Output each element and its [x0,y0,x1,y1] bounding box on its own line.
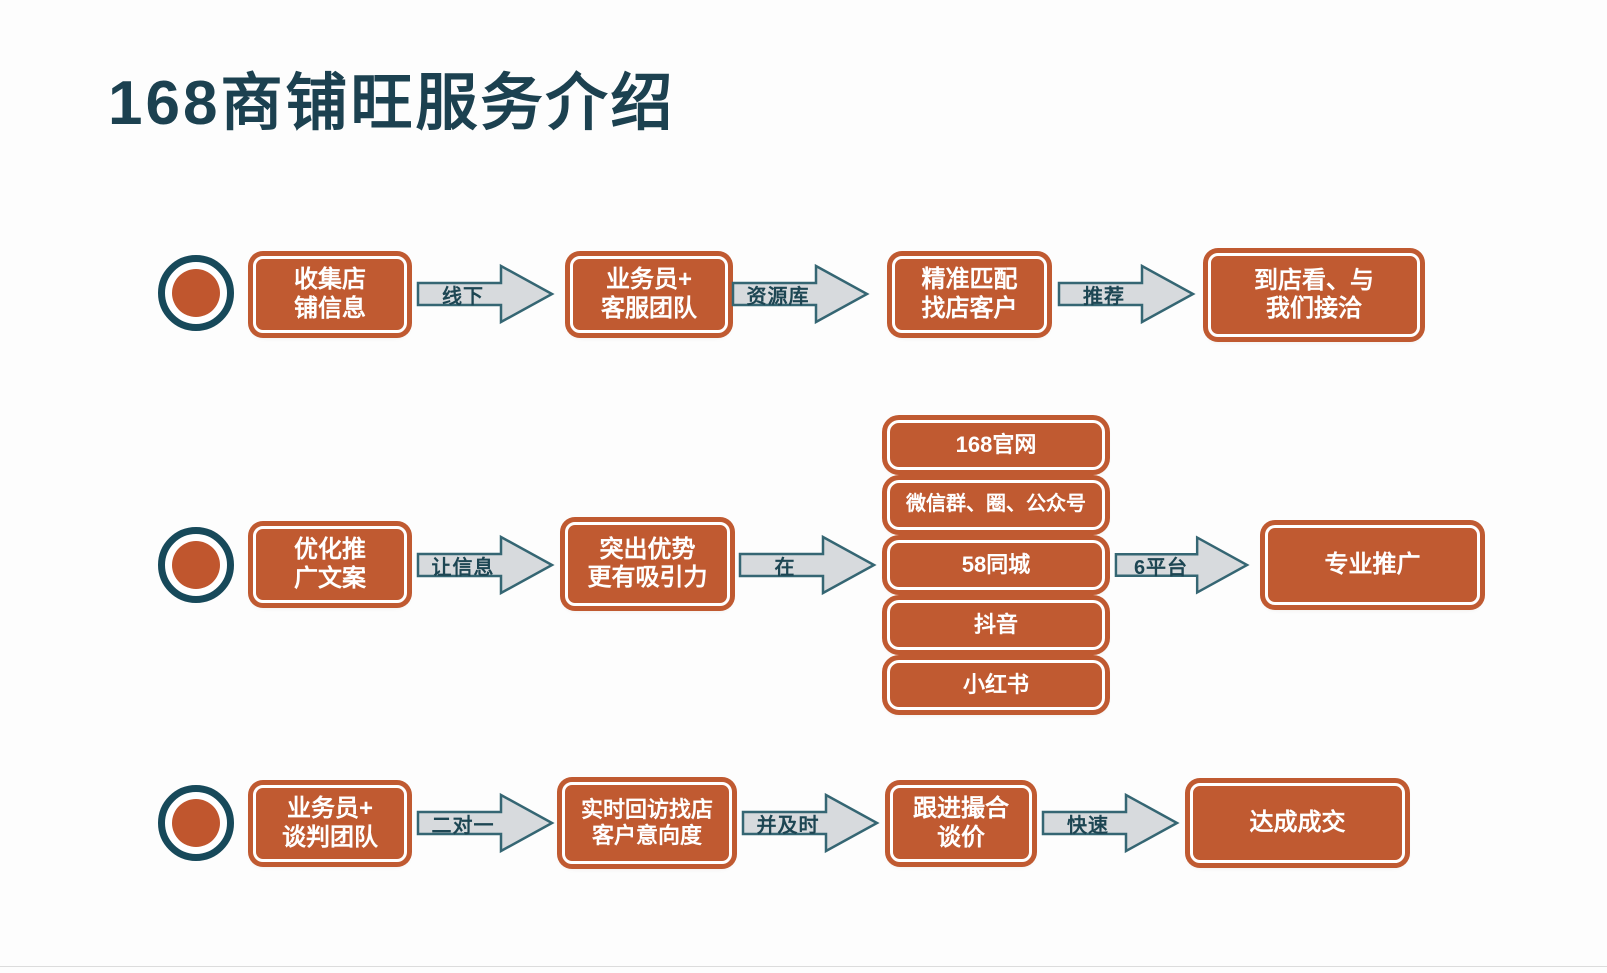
platform-168-website: 168官网 [887,420,1105,470]
row3-bullet-icon [158,785,234,861]
row3-step-deal-closed: 达成成交 [1190,783,1405,863]
arrow-label: 让信息 [431,556,495,579]
arrow-label: 线下 [442,285,484,308]
arrow-label: 在 [774,556,796,579]
row3-step-follow-match-bargain: 跟进撮合 谈价 [890,785,1032,862]
row1-arrow-recommend: 推荐 [1056,262,1196,326]
row1-bullet-icon [158,255,234,331]
row3-arrow-fast: 快速 [1040,791,1180,855]
platform-xiaohongshu: 小红书 [887,660,1105,710]
row2-arrow-make-info: 让信息 [415,533,555,597]
platform-douyin: 抖音 [887,600,1105,650]
row3-step-negotiation-team: 业务员+ 谈判团队 [253,785,407,862]
row2-arrow-6-platforms: 6平台 [1113,533,1250,597]
arrow-label: 6平台 [1133,556,1189,579]
arrow-label: 二对一 [431,814,495,837]
row3-arrow-and-timely: 并及时 [740,791,880,855]
arrow-label: 资源库 [746,285,810,308]
bullet-dot-icon [172,799,220,847]
row1-step-sales-service-team: 业务员+ 客服团队 [570,256,728,333]
row2-step-professional-promotion: 专业推广 [1265,525,1480,605]
row1-step-visit-store: 到店看、与 我们接洽 [1208,253,1420,337]
arrow-label: 快速 [1067,814,1109,837]
arrow-right-icon [1057,263,1196,325]
row1-step-precise-match: 精准匹配 找店客户 [892,256,1047,333]
bottom-divider [0,966,1607,967]
arrow-right-icon [1114,535,1250,595]
platform-wechat: 微信群、圈、公众号 [887,480,1105,530]
bullet-dot-icon [172,269,220,317]
row2-step-highlight-advantages: 突出优势 更有吸引力 [565,522,730,606]
arrow-label: 推荐 [1083,285,1125,308]
arrow-right-icon [741,792,880,854]
arrow-label: 并及时 [756,814,820,837]
row1-arrow-resource-pool: 资源库 [730,262,870,326]
arrow-right-icon [416,534,555,596]
arrow-right-icon [416,263,555,325]
row2-bullet-icon [158,527,234,603]
row2-arrow-on: 在 [737,533,877,597]
row2-step-optimize-copy: 优化推 广文案 [253,526,407,603]
platform-58-tongcheng: 58同城 [887,540,1105,590]
row1-step-collect-shop-info: 收集店 铺信息 [253,256,407,333]
arrow-right-icon [738,534,877,596]
arrow-right-icon [416,792,555,854]
arrow-right-icon [731,263,870,325]
bullet-dot-icon [172,541,220,589]
row1-arrow-offline: 线下 [415,262,555,326]
row3-step-realtime-follow-up: 实时回访找店 客户意向度 [562,782,732,864]
arrow-right-icon [1041,792,1180,854]
row3-arrow-two-on-one: 二对一 [415,791,555,855]
page-title: 168商铺旺服务介绍 [108,69,676,138]
